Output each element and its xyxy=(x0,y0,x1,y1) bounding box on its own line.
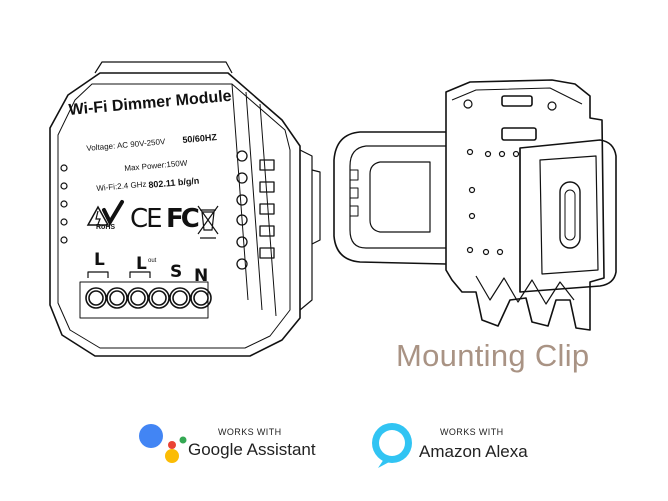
warning-icon xyxy=(86,205,110,226)
mounting-clip-label: Mounting Clip xyxy=(396,338,590,373)
rohs-label: RoHS xyxy=(96,224,116,231)
terminal-l-out: L xyxy=(136,254,147,274)
terminal-l-out-sub: out xyxy=(148,258,157,264)
google-works-with: WORKS WITH xyxy=(218,427,282,437)
alexa-icon xyxy=(372,423,412,468)
mounting-clip-drawing xyxy=(333,79,617,331)
google-assistant-icon xyxy=(139,424,187,463)
weee-bin-icon xyxy=(197,205,219,239)
terminal-l-in: L xyxy=(94,250,105,270)
amazon-alexa-label: Amazon Alexa xyxy=(419,442,528,461)
terminal-n: N xyxy=(194,266,209,286)
module-outline xyxy=(49,72,301,357)
alexa-works-with: WORKS WITH xyxy=(440,427,504,437)
google-assistant-label: Google Assistant xyxy=(188,440,316,459)
terminal-s: S xyxy=(170,262,183,282)
fcc-mark: FC xyxy=(166,204,200,234)
ce-mark: CE xyxy=(130,204,163,234)
check-icon xyxy=(102,200,124,227)
